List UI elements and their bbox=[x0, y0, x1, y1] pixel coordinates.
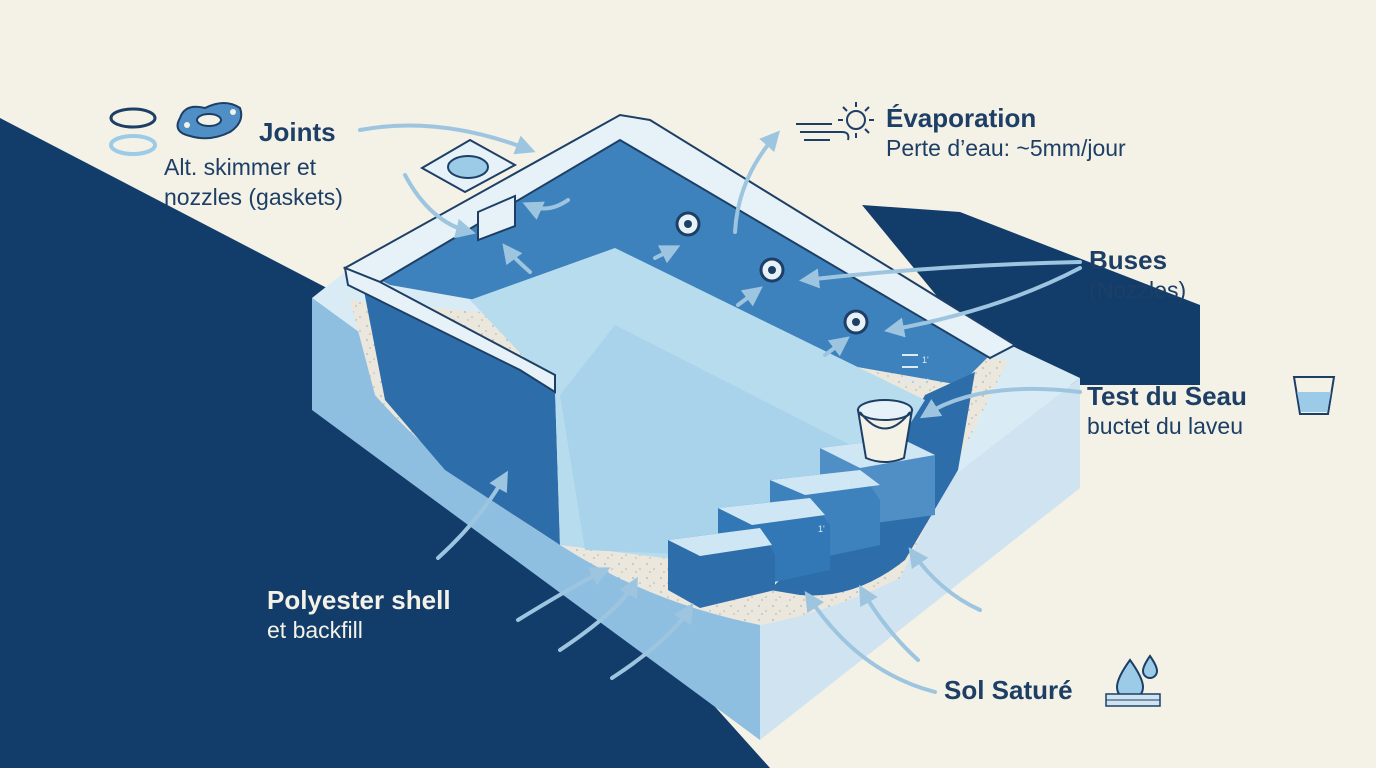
joints-line-1: Alt. skimmer et bbox=[164, 154, 317, 180]
shell-left-wall bbox=[360, 270, 560, 545]
buses-title: Buses bbox=[1089, 245, 1168, 275]
joints-title: Joints bbox=[259, 117, 336, 147]
shell-callout: Polyester shell et backfill bbox=[267, 585, 451, 645]
step-mark-1: 1' bbox=[922, 355, 929, 365]
joints-callout: Joints bbox=[259, 117, 336, 147]
soil-callout: Sol Saturé bbox=[944, 675, 1073, 705]
coping-left bbox=[343, 266, 556, 394]
buses-callout: Buses (Nozzles) bbox=[1089, 245, 1186, 305]
water-glass-icon bbox=[1292, 376, 1336, 415]
step-tread-4 bbox=[668, 528, 772, 556]
soil-title: Sol Saturé bbox=[944, 675, 1073, 705]
sun-wind-icon bbox=[796, 102, 874, 141]
bucket-test-subtitle: buctet du laveu bbox=[1087, 413, 1244, 439]
depth-marks bbox=[902, 354, 918, 381]
shell-title: Polyester shell bbox=[267, 585, 451, 615]
joints-description: Alt. skimmer et nozzles (gaskets) bbox=[164, 152, 343, 212]
step-mark-2: 1' bbox=[922, 377, 929, 387]
shell-subtitle: et backfill bbox=[267, 617, 363, 643]
bucket bbox=[856, 399, 914, 463]
nozzle-2 bbox=[759, 257, 785, 283]
nozzle-1 bbox=[675, 211, 701, 237]
skimmer-mouth bbox=[477, 194, 516, 242]
evaporation-title: Évaporation bbox=[886, 103, 1037, 133]
bucket-test-callout: Test du Seau buctet du laveu bbox=[1087, 381, 1247, 441]
evaporation-callout: Évaporation Perte d’eau: ~5mm/jour bbox=[886, 103, 1126, 163]
coping-back bbox=[342, 113, 1018, 360]
evaporation-subtitle: Perte d’eau: ~5mm/jour bbox=[886, 135, 1126, 161]
bucket-test-title: Test du Seau bbox=[1087, 381, 1247, 411]
gasket-icon bbox=[109, 102, 243, 156]
joints-line-2: nozzles (gaskets) bbox=[164, 184, 343, 210]
nozzle-3 bbox=[843, 309, 869, 335]
step-tread-3 bbox=[718, 498, 825, 525]
callout-arrows bbox=[358, 123, 1082, 694]
step-tread-2 bbox=[770, 470, 880, 495]
ground-right bbox=[862, 205, 1200, 385]
step-mark-3: 1' bbox=[846, 479, 853, 489]
buses-subtitle: (Nozzles) bbox=[1089, 277, 1187, 303]
skimmer-opening bbox=[447, 155, 489, 179]
saturated-soil-icon bbox=[1105, 654, 1161, 707]
step-mark-4: 1' bbox=[818, 524, 825, 534]
